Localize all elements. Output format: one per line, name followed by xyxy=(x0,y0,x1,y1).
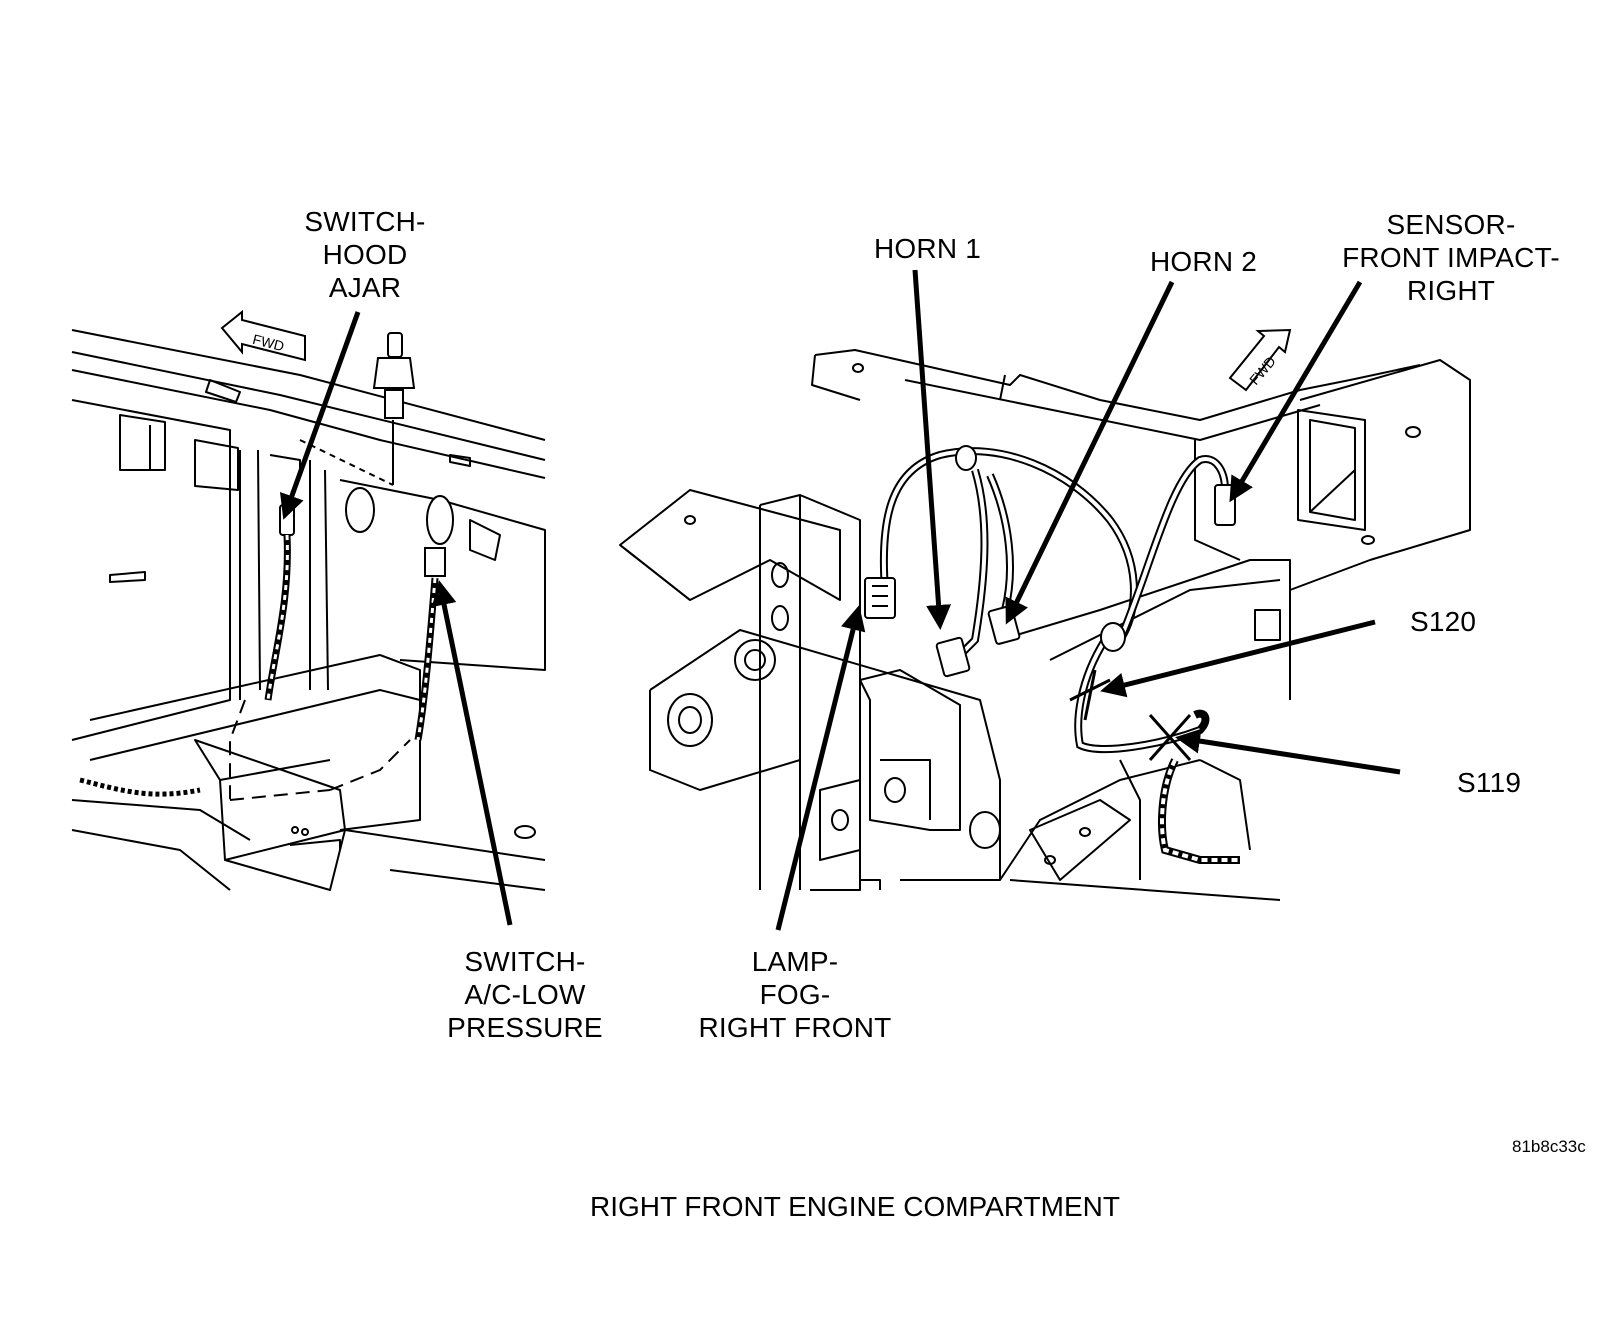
label-switch-hood-ajar: SWITCH- HOOD AJAR xyxy=(298,205,432,304)
fwd-arrow-left: FWD xyxy=(220,309,306,362)
label-sensor-front-impact-right: SENSOR- FRONT IMPACT- RIGHT xyxy=(1336,208,1566,307)
label-s119-text: S119 xyxy=(1457,767,1522,798)
leader-ac-switch xyxy=(431,580,513,926)
right-wiring-harness xyxy=(879,447,1240,864)
label-ac-switch-line2: A/C-LOW xyxy=(464,979,586,1010)
label-switch-hood-ajar-line2: HOOD xyxy=(322,239,408,270)
label-horn-2-text: HORN 2 xyxy=(1150,246,1257,277)
right-view-drawing xyxy=(619,349,1471,901)
leader-sensor xyxy=(1229,280,1363,503)
label-sensor-line3: RIGHT xyxy=(1406,275,1496,306)
leader-s119 xyxy=(1175,728,1401,775)
label-s120: S120 xyxy=(1410,605,1476,638)
fwd-arrow-left-label: FWD xyxy=(251,331,286,354)
fwd-arrow-right: FWD xyxy=(1228,328,1292,392)
hood-ajar-switch-component xyxy=(264,332,416,701)
diagram-caption: RIGHT FRONT ENGINE COMPARTMENT xyxy=(590,1191,1120,1222)
leader-horn-2 xyxy=(1005,280,1175,625)
label-ac-switch-line3: PRESSURE xyxy=(447,1012,603,1043)
label-horn-1: HORN 1 xyxy=(874,232,981,265)
label-switch-ac-low-pressure: SWITCH- A/C-LOW PRESSURE xyxy=(440,945,610,1044)
label-horn-1-text: HORN 1 xyxy=(874,233,981,264)
label-switch-hood-ajar-line1: SWITCH- xyxy=(304,206,426,237)
label-sensor-line1: SENSOR- xyxy=(1386,209,1516,240)
leader-s120 xyxy=(1100,619,1376,698)
callout-leaders xyxy=(280,269,1401,931)
label-lamp-fog-right-front: LAMP- FOG- RIGHT FRONT xyxy=(685,945,905,1044)
left-view-drawing xyxy=(71,329,546,891)
label-s120-text: S120 xyxy=(1410,606,1477,637)
label-horn-2: HORN 2 xyxy=(1150,245,1257,278)
leader-fog-lamp xyxy=(775,605,866,931)
leader-hood-ajar xyxy=(280,311,361,520)
label-switch-hood-ajar-line3: AJAR xyxy=(328,272,402,303)
label-sensor-line2: FRONT IMPACT- xyxy=(1342,242,1560,273)
label-ac-switch-line1: SWITCH- xyxy=(464,946,586,977)
label-fog-lamp-line2: FOG- xyxy=(759,979,831,1010)
label-fog-lamp-line3: RIGHT FRONT xyxy=(698,1012,892,1043)
diagram-id: 81b8c33c xyxy=(1512,1137,1586,1156)
label-fog-lamp-line1: LAMP- xyxy=(751,946,839,977)
leader-horn-1 xyxy=(912,269,952,630)
label-s119: S119 xyxy=(1457,766,1521,799)
